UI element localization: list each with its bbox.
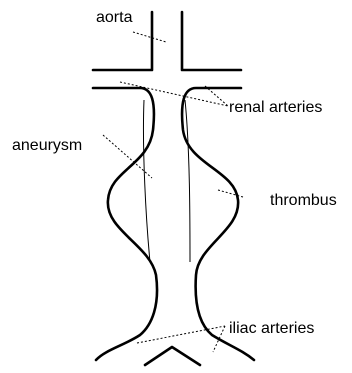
lumen-right-line xyxy=(185,100,190,262)
label-renal-arteries: renal arteries xyxy=(229,99,322,116)
iliac-bifurcation xyxy=(145,347,200,365)
label-thrombus: thrombus xyxy=(270,192,337,209)
renal-leader-lower xyxy=(120,82,228,106)
leader-lines xyxy=(103,32,243,352)
label-aorta: aorta xyxy=(96,9,133,26)
aorta-right-wall xyxy=(182,12,241,70)
aorta-leader xyxy=(133,32,166,42)
lumen-left-line xyxy=(143,100,150,262)
label-iliac-arteries: iliac arteries xyxy=(229,320,314,337)
label-aneurysm: aneurysm xyxy=(12,137,82,154)
thrombus-leader xyxy=(218,190,243,197)
